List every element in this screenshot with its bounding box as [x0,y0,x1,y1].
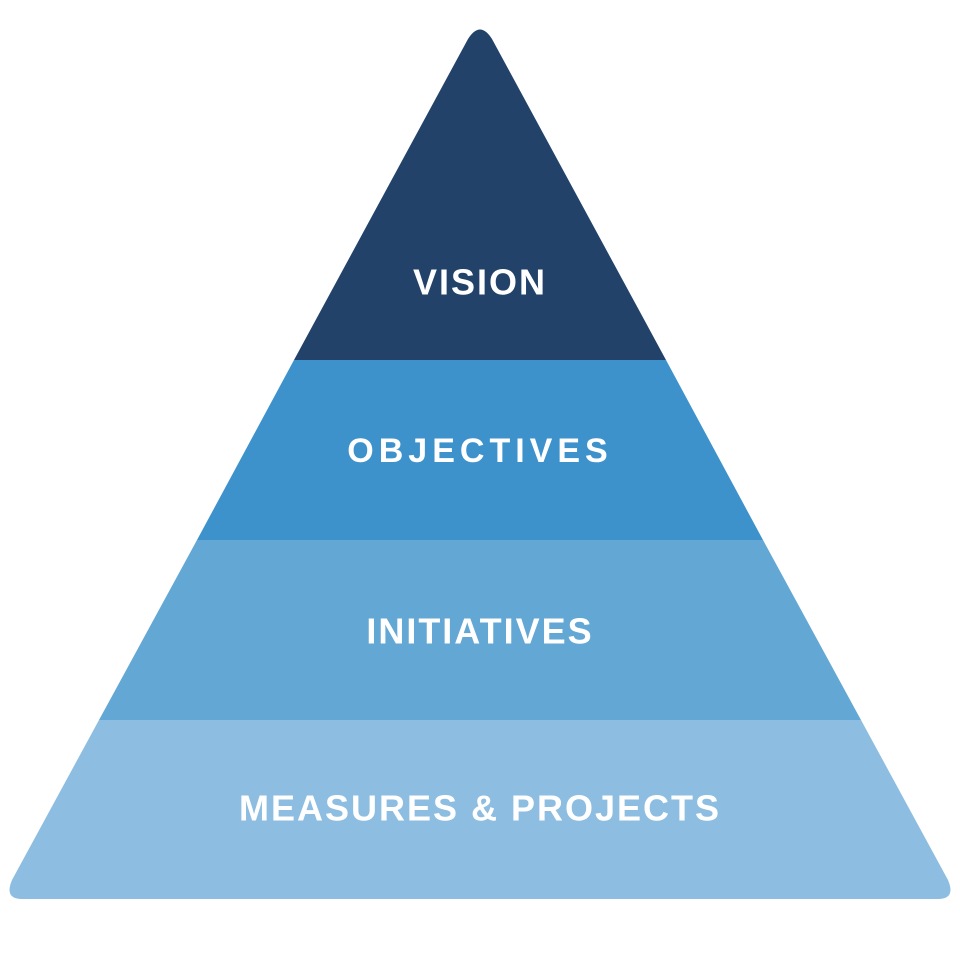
tier-measures-projects-shape [9,720,951,899]
tier-measures-projects-label: MEASURES & PROJECTS [239,788,721,829]
tier-vision-label: VISION [413,262,547,303]
tier-objectives-label: OBJECTIVES [347,432,612,470]
tier-objectives-shape [197,360,763,540]
tier-initiatives-shape [99,540,861,720]
tier-initiatives-label: INITIATIVES [366,611,593,652]
tier-vision-shape [294,29,666,360]
